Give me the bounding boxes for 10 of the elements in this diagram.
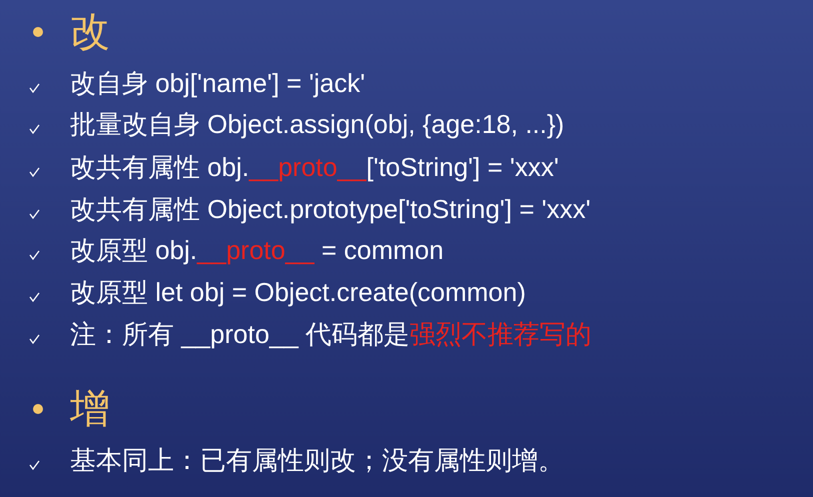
section-heading: 增 bbox=[70, 386, 110, 433]
section-heading: 改 bbox=[70, 9, 110, 56]
list-item-text: 改原型 obj.__proto__ = common bbox=[70, 234, 444, 267]
list-item-text: 改自身 obj['name'] = 'jack' bbox=[70, 67, 366, 100]
list-item-text: 批量改自身 Object.assign(obj, {age:18, ...}) bbox=[70, 108, 564, 141]
list-item-text: 基本同上：已有属性则改；没有属性则增。 bbox=[70, 444, 564, 477]
list-item-text: 改共有属性 obj.__proto__['toString'] = 'xxx' bbox=[70, 151, 559, 184]
list-item-text: 改共有属性 Object.prototype['toString'] = 'xxx' bbox=[70, 193, 591, 226]
list-item-text: 注：所有 __proto__ 代码都是强烈不推荐写的 bbox=[70, 318, 592, 351]
list-item-text: 改原型 let obj = Object.create(common) bbox=[70, 276, 526, 309]
